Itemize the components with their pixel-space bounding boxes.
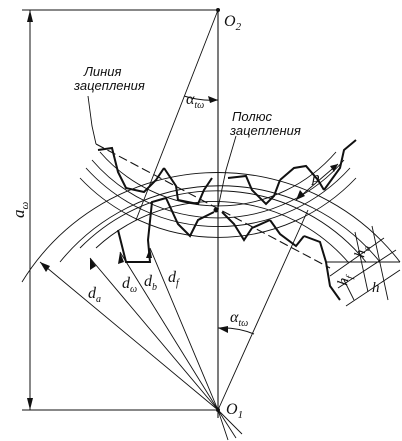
dw-label: dω [122, 275, 137, 295]
upper-gear-teeth [97, 139, 357, 206]
aw-label: aω [9, 202, 31, 219]
line-of-action-label-2: зацепления [73, 78, 145, 93]
lower-angle-line [217, 209, 309, 411]
hf-label: hf [335, 273, 356, 288]
ray-tails [217, 409, 243, 441]
center-distance-frame [22, 9, 220, 411]
line-of-action-label-1: Линия [83, 64, 122, 79]
upper-angle-arrow [208, 96, 218, 103]
lower-gear-circles [21, 172, 401, 283]
aw-arrow-bottom [27, 398, 33, 410]
aw-arrow-top [27, 10, 33, 22]
da-label: da [88, 285, 101, 305]
upper-angle-line [135, 9, 219, 221]
pitch-point [213, 207, 219, 213]
ha-label: ha [352, 244, 373, 260]
diameter-arrows [40, 248, 152, 272]
h-label: h [372, 280, 380, 296]
pitch-arrow-head-left [296, 190, 305, 200]
o2-label: O2 [224, 13, 242, 33]
db-label: db [144, 273, 157, 293]
alpha-bottom-label: αtω [230, 309, 248, 329]
diameter-rays [39, 247, 219, 411]
lower-angle-arrow [218, 326, 228, 333]
df-label: df [168, 269, 180, 289]
pitch-arrow-head-right [330, 164, 338, 172]
line-of-action-leader [87, 95, 97, 145]
line-of-action [95, 143, 331, 269]
o1-label: O1 [226, 401, 243, 421]
pitch-point-label-1: Полюс [232, 109, 272, 124]
pitch-point-label-2: зацепления [229, 123, 301, 138]
height-dimensions [326, 225, 401, 307]
pitch-point-leader [217, 135, 237, 209]
alpha-top-label: αtω [186, 91, 204, 111]
p-label: p [311, 170, 320, 186]
